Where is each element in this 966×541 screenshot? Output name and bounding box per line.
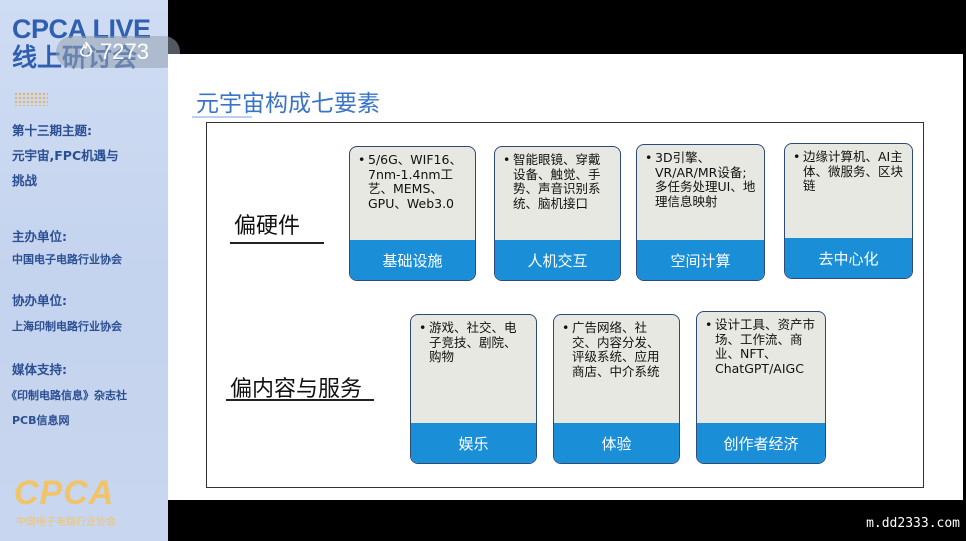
host-value: 中国电子电路行业协会	[12, 253, 122, 266]
card-description: 3D引擎、VR/AR/MR设备;多任务处理UI、地理信息映射	[645, 150, 756, 209]
media-value-2: PCB信息网	[12, 414, 70, 427]
element-card-creator-economy: 设计工具、资产市场、工作流、商业、NFT、ChatGPT/AIGC 创作者经济	[696, 311, 826, 464]
flame-icon	[78, 41, 94, 63]
topic-label: 第十三期主题:	[12, 123, 92, 138]
element-card-spatial-computing: 3D引擎、VR/AR/MR设备;多任务处理UI、地理信息映射 空间计算	[636, 144, 765, 281]
viewer-count: 7273	[100, 39, 149, 64]
dot-pattern-icon	[14, 92, 48, 106]
sidebar: CPCA LIVE 线上研讨会 第十三期主题: 元宇宙,FPC机遇与 挑战 主办…	[0, 0, 168, 541]
category-hardware: 偏硬件	[234, 214, 301, 239]
element-card-hci: 智能眼镜、穿戴设备、触觉、手势、声音识别系统、脑机接口 人机交互	[494, 146, 621, 281]
card-label: 人机交互	[495, 240, 620, 280]
category-content-services: 偏内容与服务	[230, 377, 363, 402]
card-description: 边缘计算机、AI主体、微服务、区块链	[793, 149, 904, 194]
slide-title: 元宇宙构成七要素	[196, 91, 380, 117]
card-label: 去中心化	[785, 238, 912, 278]
element-card-decentralization: 边缘计算机、AI主体、微服务、区块链 去中心化	[784, 143, 913, 279]
coorganizer-label: 协办单位:	[12, 293, 67, 308]
element-card-experience: 广告网络、社交、内容分发、评级系统、应用商店、中介系统 体验	[553, 314, 680, 464]
topic-text: 元宇宙,FPC机遇与	[12, 148, 119, 163]
card-description: 设计工具、资产市场、工作流、商业、NFT、ChatGPT/AIGC	[705, 317, 817, 376]
content-frame	[206, 122, 924, 488]
card-label: 体验	[554, 423, 679, 463]
category-underline	[230, 242, 324, 244]
cpca-logo: CPCA	[14, 474, 115, 512]
card-label: 娱乐	[411, 423, 536, 463]
card-description: 5/6G、WIF16、7nm-1.4nm工艺、MEMS、GPU、Web3.0	[358, 152, 467, 211]
site-watermark: m.dd2333.com	[866, 516, 960, 531]
card-description: 广告网络、社交、内容分发、评级系统、应用商店、中介系统	[562, 320, 671, 379]
topic-text-2: 挑战	[12, 173, 38, 188]
element-card-entertainment: 游戏、社交、电子竞技、剧院、购物 娱乐	[410, 314, 537, 464]
card-description: 游戏、社交、电子竞技、剧院、购物	[419, 320, 528, 365]
card-label: 空间计算	[637, 240, 764, 280]
element-card-infrastructure: 5/6G、WIF16、7nm-1.4nm工艺、MEMS、GPU、Web3.0 基…	[349, 146, 476, 281]
cpca-logo-subtitle: 中国电子电路行业协会	[16, 517, 116, 528]
title-underline	[192, 116, 252, 118]
media-value: 《印制电路信息》杂志社	[6, 389, 127, 402]
card-label: 基础设施	[350, 240, 475, 280]
media-label: 媒体支持:	[12, 362, 67, 377]
category-underline	[226, 399, 374, 401]
viewer-count-badge: 7273	[56, 36, 180, 68]
coorganizer-value: 上海印制电路行业协会	[12, 320, 122, 333]
presentation-slide: 元宇宙构成七要素 偏硬件 偏内容与服务 5/6G、WIF16、7nm-1.4nm…	[168, 54, 963, 500]
host-label: 主办单位:	[12, 229, 67, 244]
card-label: 创作者经济	[697, 423, 825, 463]
card-description: 智能眼镜、穿戴设备、触觉、手势、声音识别系统、脑机接口	[503, 152, 612, 211]
